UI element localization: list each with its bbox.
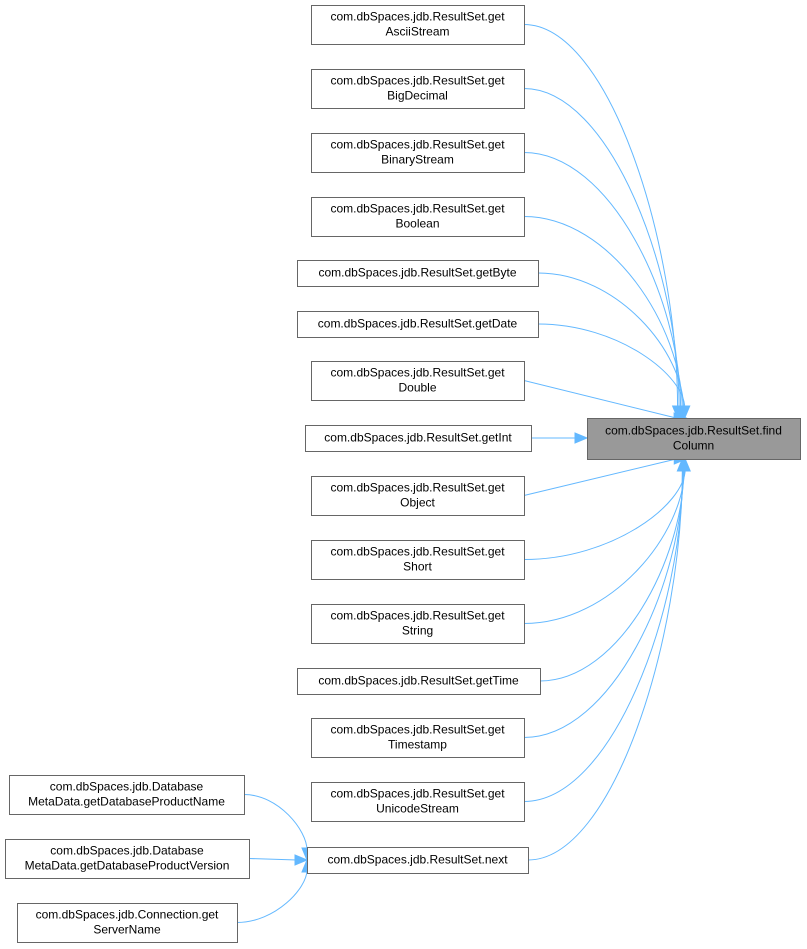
node-label-line: com.dbSpaces.jdb.ResultSet.get xyxy=(330,481,505,495)
node-label-line: com.dbSpaces.jdb.ResultSet.get xyxy=(330,138,505,152)
node-label-line: com.dbSpaces.jdb.ResultSet.get xyxy=(330,787,505,801)
node-label-line: MetaData.getDatabaseProductVersion xyxy=(25,859,230,873)
node-getDate[interactable]: com.dbSpaces.jdb.ResultSet.getDate xyxy=(297,311,539,338)
node-box xyxy=(311,540,525,580)
edge-getShort-to-findColumn xyxy=(523,457,691,560)
edge-getDatabaseProductName-to-next xyxy=(243,794,313,862)
node-box xyxy=(311,476,525,516)
node-box xyxy=(311,361,525,401)
node-label-line: com.dbSpaces.jdb.ResultSet.find xyxy=(605,424,782,438)
node-box xyxy=(297,260,539,287)
node-label-line: AsciiStream xyxy=(385,25,449,39)
node-label-line: com.dbSpaces.jdb.ResultSet.get xyxy=(330,202,505,216)
edge-getDate-to-findColumn xyxy=(537,323,691,420)
node-label-line: com.dbSpaces.jdb.ResultSet.get xyxy=(330,609,505,623)
node-getAsciiStream[interactable]: com.dbSpaces.jdb.ResultSet.getAsciiStrea… xyxy=(311,5,525,45)
node-getByte[interactable]: com.dbSpaces.jdb.ResultSet.getByte xyxy=(297,260,539,287)
node-label-line: Object xyxy=(400,496,435,510)
node-box xyxy=(305,425,532,452)
edge-getString-to-findColumn xyxy=(523,457,691,624)
node-getInt[interactable]: com.dbSpaces.jdb.ResultSet.getInt xyxy=(305,425,532,452)
node-label-line: com.dbSpaces.jdb.ResultSet.get xyxy=(330,545,505,559)
node-label-line: String xyxy=(402,624,433,638)
node-label-line: com.dbSpaces.jdb.ResultSet.getInt xyxy=(324,431,512,445)
node-label-line: Boolean xyxy=(395,217,439,231)
edge-getDouble-to-findColumn xyxy=(523,380,688,424)
node-label-line: BinaryStream xyxy=(381,153,454,167)
arrowhead xyxy=(294,854,309,866)
node-label-line: Short xyxy=(403,560,432,574)
node-getDatabaseProductVersion[interactable]: com.dbSpaces.jdb.DatabaseMetaData.getDat… xyxy=(5,839,250,879)
node-getUnicodeStream[interactable]: com.dbSpaces.jdb.ResultSet.getUnicodeStr… xyxy=(311,782,525,822)
node-label-line: com.dbSpaces.jdb.ResultSet.next xyxy=(327,853,508,867)
node-getServerName[interactable]: com.dbSpaces.jdb.Connection.getServerNam… xyxy=(17,903,238,943)
node-label-line: Column xyxy=(673,439,714,453)
node-box xyxy=(17,903,238,943)
node-box xyxy=(297,668,541,695)
edge-getBoolean-to-findColumn xyxy=(523,216,688,420)
node-label-line: com.dbSpaces.jdb.ResultSet.getByte xyxy=(318,266,516,280)
arrowhead xyxy=(676,457,689,472)
node-label-line: com.dbSpaces.jdb.ResultSet.get xyxy=(330,723,505,737)
node-label-line: MetaData.getDatabaseProductName xyxy=(28,795,225,809)
arrowhead xyxy=(574,432,589,444)
edge-getBigDecimal-to-findColumn xyxy=(523,88,685,420)
node-box xyxy=(9,775,245,815)
edge-getBinaryStream-to-findColumn xyxy=(523,152,687,420)
edge-getInt-to-findColumn xyxy=(531,432,589,444)
node-label-line: ServerName xyxy=(93,923,161,937)
node-label-line: com.dbSpaces.jdb.ResultSet.get xyxy=(330,366,505,380)
node-next[interactable]: com.dbSpaces.jdb.ResultSet.next xyxy=(307,847,529,874)
node-label-line: com.dbSpaces.jdb.Database xyxy=(50,780,204,794)
node-label-line: com.dbSpaces.jdb.ResultSet.get xyxy=(330,10,505,24)
edge-getUnicodeStream-to-findColumn xyxy=(523,457,689,802)
node-label-line: com.dbSpaces.jdb.Database xyxy=(50,844,204,858)
nodes-layer: com.dbSpaces.jdb.ResultSet.findColumncom… xyxy=(5,5,801,943)
node-box xyxy=(311,782,525,822)
edge-getTimestamp-to-findColumn xyxy=(523,457,689,738)
node-label-line: BigDecimal xyxy=(387,89,448,103)
node-label-line: com.dbSpaces.jdb.ResultSet.getDate xyxy=(318,317,518,331)
edge-getObject-to-findColumn xyxy=(523,453,688,496)
node-box xyxy=(5,839,250,879)
node-box xyxy=(311,718,525,758)
node-box xyxy=(311,604,525,644)
node-box xyxy=(311,133,525,173)
arrowhead xyxy=(679,405,691,420)
node-box xyxy=(311,197,525,237)
node-label-line: com.dbSpaces.jdb.Connection.get xyxy=(36,908,219,922)
node-label-line: com.dbSpaces.jdb.ResultSet.getTime xyxy=(318,674,519,688)
node-box xyxy=(311,69,525,109)
node-getTime[interactable]: com.dbSpaces.jdb.ResultSet.getTime xyxy=(297,668,541,695)
edge-getDatabaseProductVersion-to-next xyxy=(248,854,309,866)
node-getBinaryStream[interactable]: com.dbSpaces.jdb.ResultSet.getBinaryStre… xyxy=(311,133,525,173)
edge-next-to-findColumn xyxy=(527,457,689,861)
edge-getAsciiStream-to-findColumn xyxy=(523,24,684,420)
node-getDatabaseProductName[interactable]: com.dbSpaces.jdb.DatabaseMetaData.getDat… xyxy=(9,775,245,815)
node-box xyxy=(587,418,801,460)
node-label-line: Double xyxy=(398,381,436,395)
node-box xyxy=(297,311,539,338)
node-box xyxy=(311,5,525,45)
node-label-line: UnicodeStream xyxy=(376,802,459,816)
node-label-line: Timestamp xyxy=(388,738,447,752)
node-label-line: com.dbSpaces.jdb.ResultSet.get xyxy=(330,74,505,88)
node-box xyxy=(307,847,529,874)
edge-getTime-to-findColumn xyxy=(539,457,690,682)
